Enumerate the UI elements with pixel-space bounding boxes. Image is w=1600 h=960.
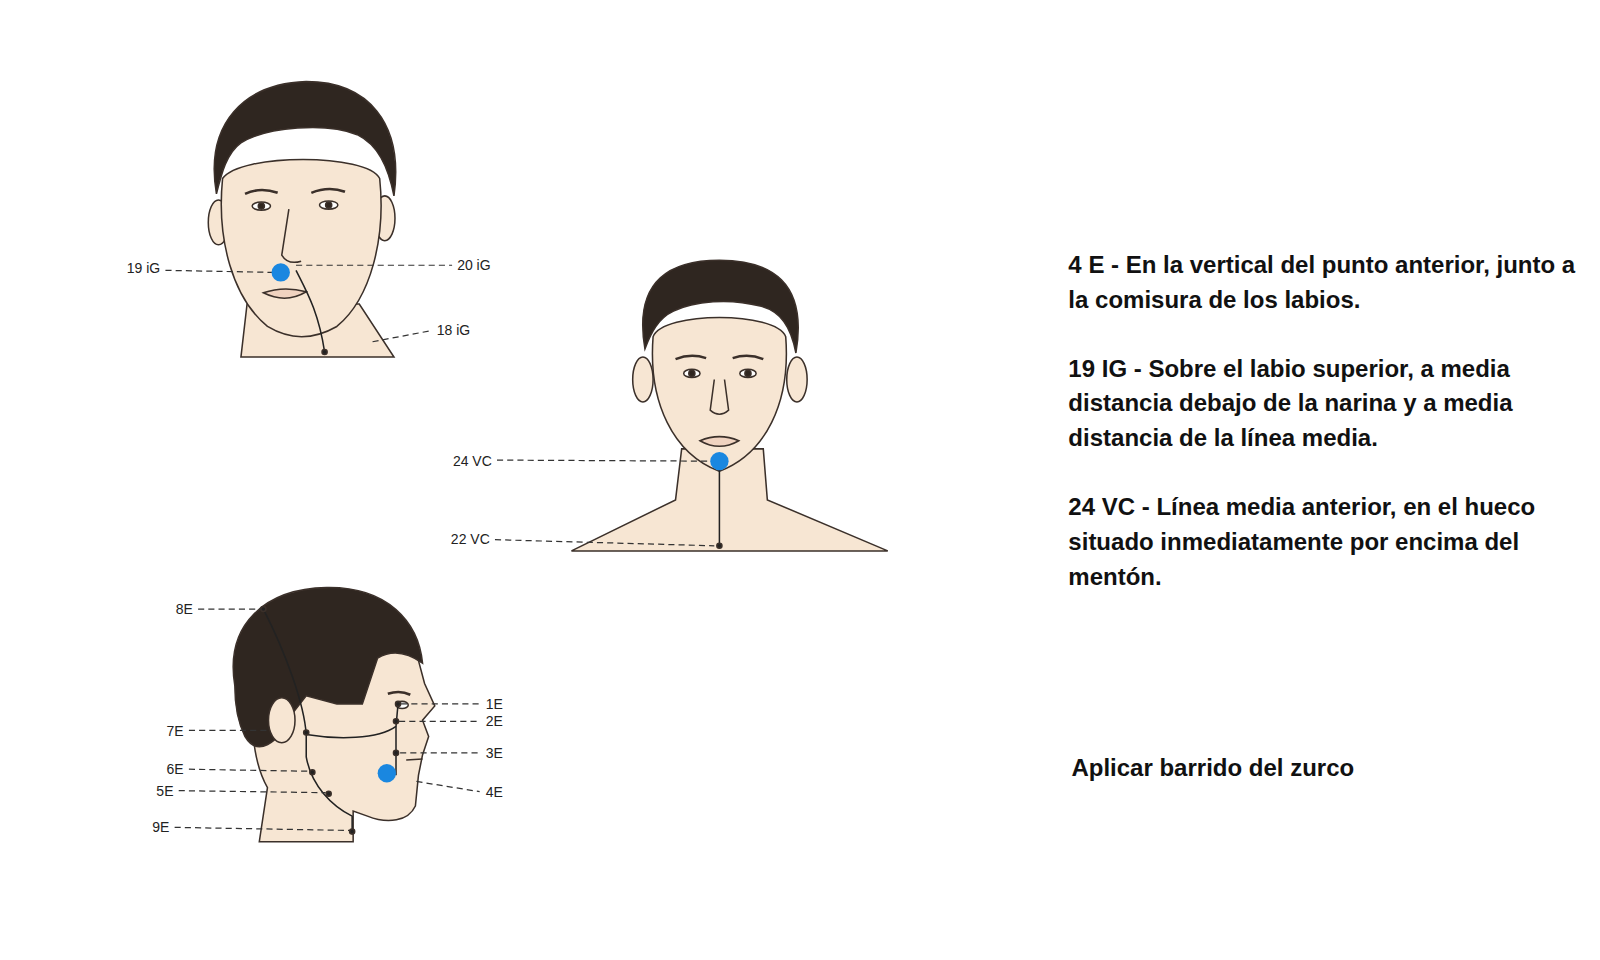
head-profile-part [306,757,352,835]
point-label: 2E [486,714,503,728]
point-label: 20 iG [457,258,490,272]
point-label: 4E [486,785,503,799]
head-front-turned-part [319,201,337,209]
head-profile-part [406,759,422,760]
point-dot [710,452,728,470]
leader-lines-part [401,703,480,704]
head-front-turned-part [245,190,278,194]
note-text: Aplicar barrido del zurco [1071,751,1586,786]
leader-lines-part [373,331,432,342]
head-profile-part [393,719,398,724]
head-profile-part [395,701,400,706]
point-label: 5E [156,784,173,798]
leader-lines [165,265,452,342]
head-front-turned-part [258,203,264,209]
head-front-part [745,370,751,376]
point-label: 18 iG [437,323,470,337]
note-text: 24 VC - Línea media anterior, en el huec… [1068,490,1583,594]
leader-lines-part [296,265,452,266]
head-front-part [676,356,707,359]
leader-lines-part [416,781,479,791]
head-front-turned-part [214,82,395,196]
head-front-part [719,461,721,546]
head-profile-part [350,829,355,834]
point-label: 1E [486,697,503,711]
note-text: 19 IG - Sobre el labio superior, a media… [1068,352,1583,456]
head-front-turned-part [221,159,381,336]
leader-lines-part [399,721,480,722]
head-profile-part [268,698,295,743]
head-profile-part [304,730,309,735]
leader-lines [495,460,714,546]
point-label: 7E [167,724,184,738]
head-front-part [652,318,786,472]
head-front-part [633,357,653,402]
head-front-part [733,356,764,359]
head-profile-part [310,770,315,775]
point-label: 24 VC [453,454,492,468]
head-front-turned-part [296,270,325,352]
leader-lines-part [189,769,309,771]
point-dot [272,263,290,281]
head-front-part [689,370,695,376]
point-dot [378,764,396,782]
head-front-part [684,369,700,377]
head-front-part [787,357,807,402]
head-front-turned-part [252,202,270,210]
head-profile-part [263,609,306,757]
head-front-turned-part [322,349,327,354]
leader-lines-part [189,730,268,731]
head-front-part [717,543,722,548]
point-label: 3E [486,746,503,760]
head-front-turned-part [263,289,306,298]
head-front-turned [208,82,395,357]
head-profile-part [388,692,410,695]
leader-lines-part [495,540,714,546]
point-label: 6E [167,762,184,776]
point-label: 8E [176,602,193,616]
head-profile-part [326,791,331,796]
leader-lines-part [198,608,261,609]
point-label: 9E [152,820,169,834]
leader-lines-part [179,791,326,793]
head-profile [233,588,435,842]
head-front-turned-part [311,189,345,193]
head-profile-part [261,607,266,612]
head-front-part [700,437,739,447]
head-front-part [710,380,728,415]
point-label: 19 iG [127,261,160,275]
leader-lines-part [165,270,273,272]
head-front-turned-part [326,202,332,208]
leader-lines-part [400,752,480,753]
leader-lines [175,609,480,830]
head-front [571,260,887,551]
point-label: 22 VC [451,532,490,546]
head-front-part [643,260,799,353]
note-text: 4 E - En la vertical del punto anterior,… [1068,248,1583,318]
head-profile-part [233,588,422,747]
leader-lines-part [175,827,349,830]
head-front-part [740,369,756,377]
leader-lines-part [497,460,708,461]
head-profile-part [393,750,398,755]
head-profile-part [306,704,398,738]
head-front-turned-part [282,209,301,262]
